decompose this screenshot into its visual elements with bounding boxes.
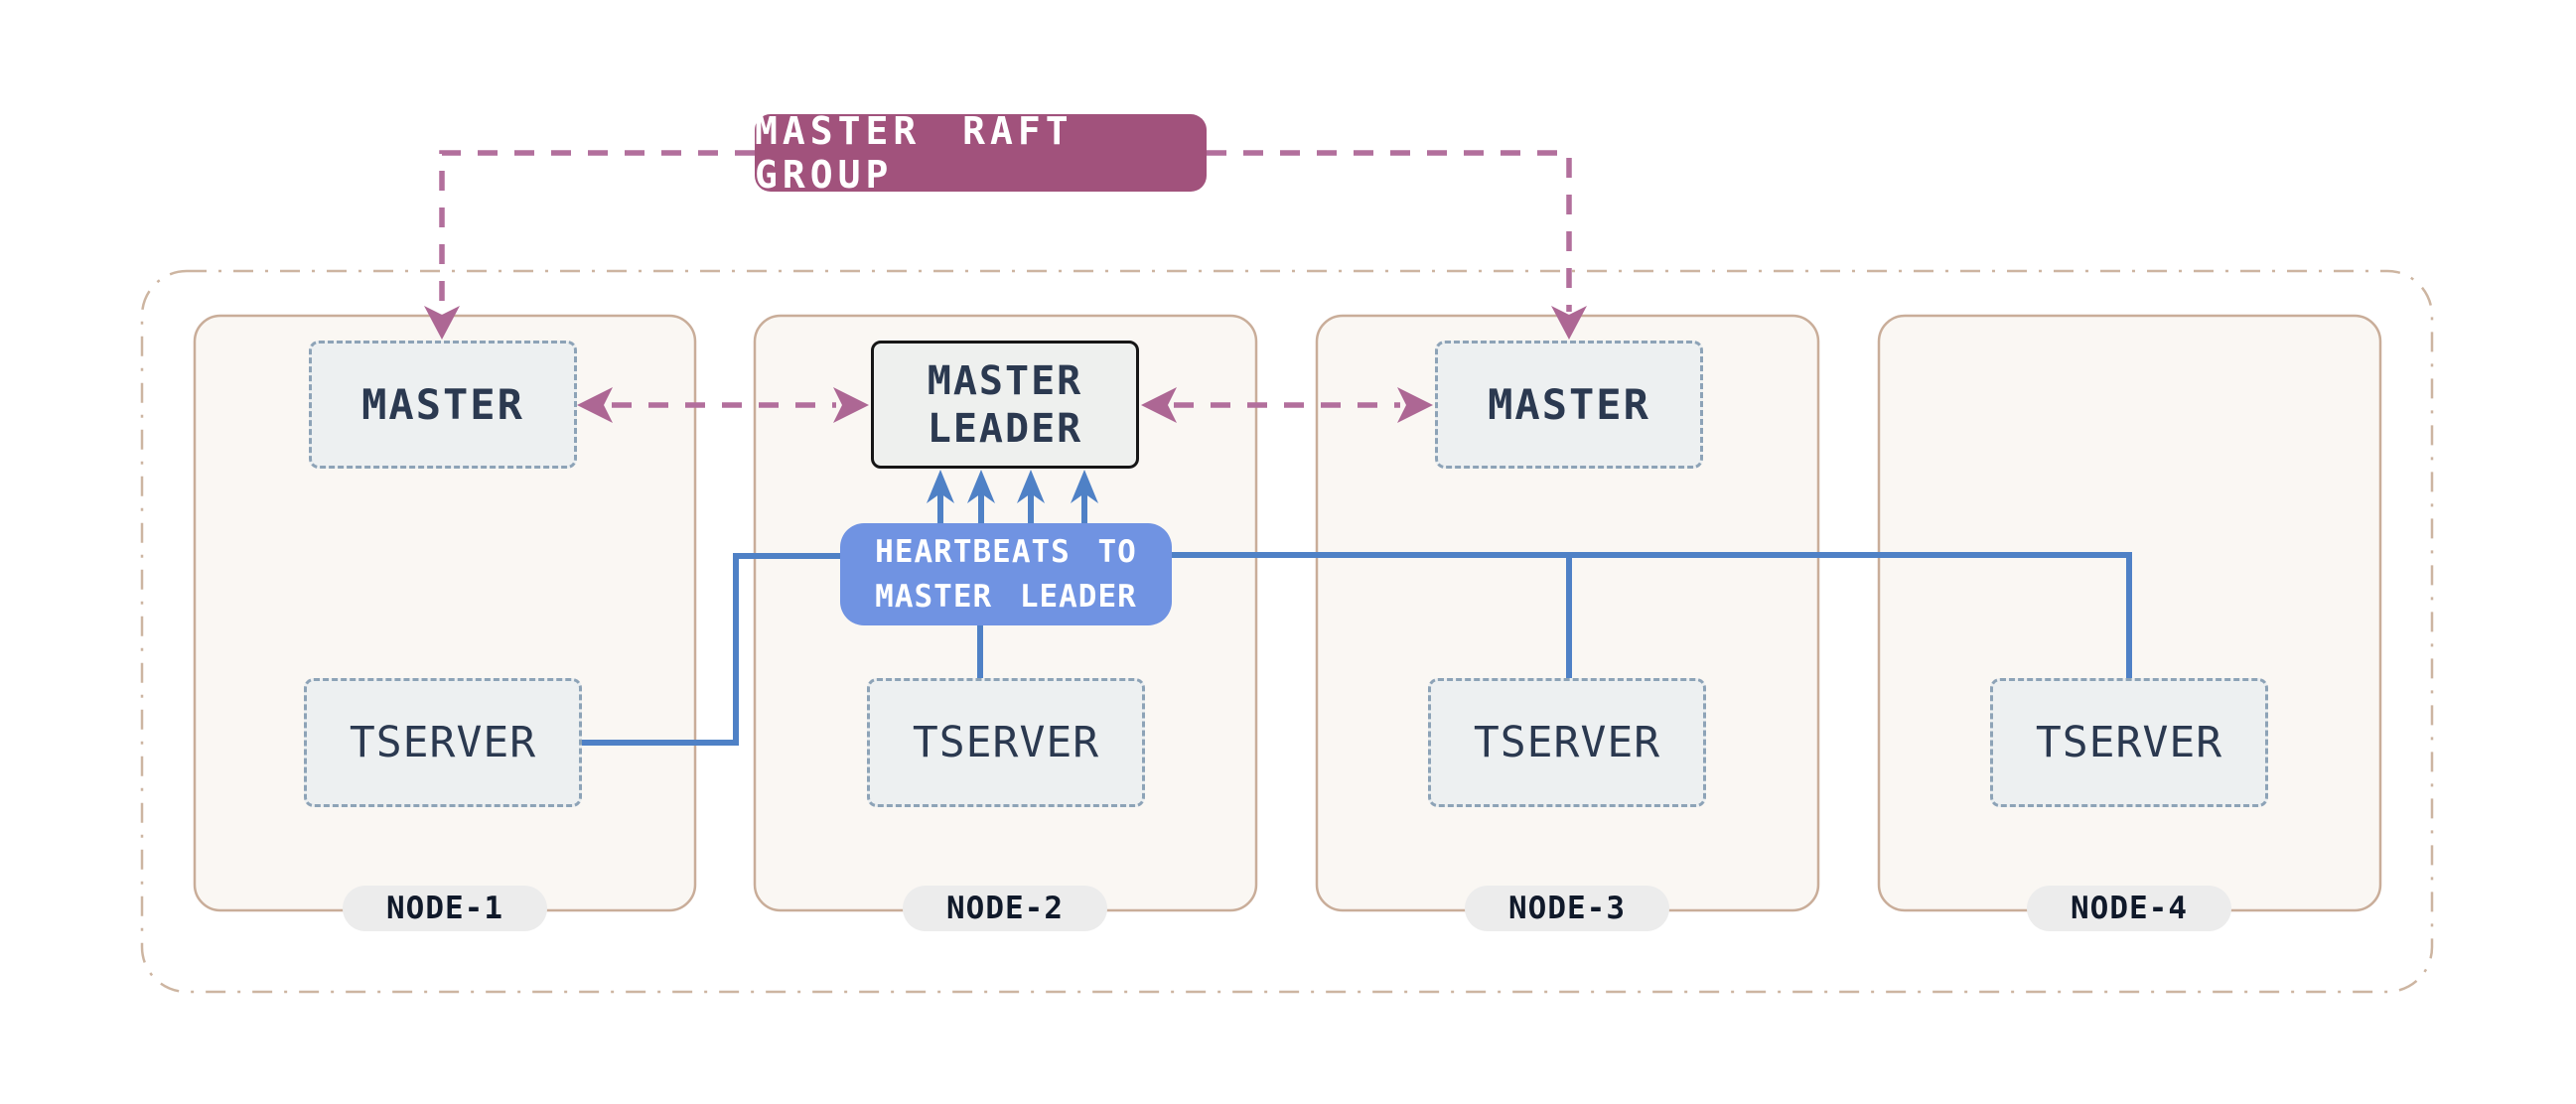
arrow-up-4-icon [1071,470,1098,503]
node-2-tserver-box: TSERVER [867,678,1145,807]
arrow-down-master1-icon [424,306,460,340]
node-4-label: NODE-4 [2027,886,2231,931]
arrow-up-1-icon [927,470,954,503]
arrow-right-master3-icon [1397,387,1433,423]
node-1-label: NODE-1 [343,886,547,931]
raft-connector-left [439,150,755,312]
master-raft-group-label: MASTER RAFT GROUP [755,109,1207,197]
arrow-left-leader-icon [1141,387,1177,423]
heartbeat-arrowheads [927,470,1098,503]
node-3-master-box: MASTER [1435,341,1703,469]
raft-connectors [439,150,1572,408]
arrow-up-2-icon [967,470,995,503]
node-2-master-leader-box: MASTER LEADER [871,341,1139,469]
node-2-label: NODE-2 [903,886,1107,931]
arrow-right-leader-icon [833,387,869,423]
arrow-up-3-icon [1017,470,1045,503]
heartbeat-trunk-right [1172,552,2132,678]
heartbeats-label: HEARTBEATS TO MASTER LEADER [840,523,1172,625]
heartbeat-line-tserver1 [582,553,840,746]
arrow-down-master3-icon [1551,306,1587,340]
node-4-tserver-box: TSERVER [1990,678,2268,807]
heartbeat-connectors [582,493,2132,746]
raft-arrowheads [424,306,1587,423]
node-3-tserver-box: TSERVER [1428,678,1706,807]
node-1-master-box: MASTER [309,341,577,469]
node-3-label: NODE-3 [1465,886,1669,931]
arrow-left-master1-icon [577,387,613,423]
raft-connector-right [1207,150,1572,312]
cluster-boundary [140,269,2434,994]
node-1-tserver-box: TSERVER [304,678,582,807]
